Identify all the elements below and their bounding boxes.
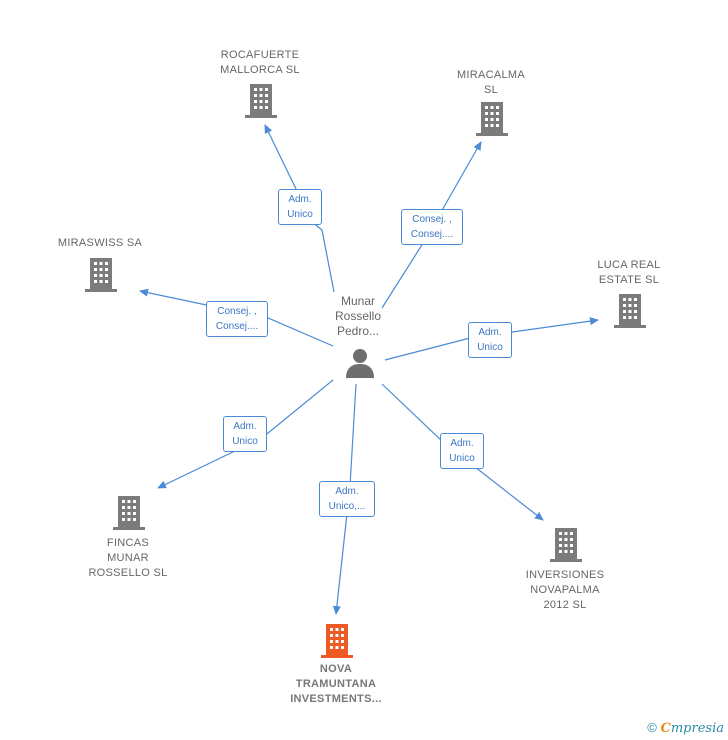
relation-label-miracalma[interactable]: Consej. , Consej.... xyxy=(401,209,463,245)
edge-rocafuerte xyxy=(264,124,335,293)
building-icon xyxy=(321,624,353,658)
person-icon[interactable] xyxy=(345,348,375,378)
building-icon xyxy=(550,528,582,562)
relation-label-fincas[interactable]: Adm. Unico xyxy=(223,416,267,452)
building-icon xyxy=(85,258,117,292)
building-icon xyxy=(245,84,277,118)
building-icon xyxy=(113,496,145,530)
company-name-miracalma: MIRACALMA SL xyxy=(456,69,526,96)
edge-miraswiss xyxy=(139,288,334,347)
building-icon xyxy=(614,294,646,328)
relation-label-miraswiss[interactable]: Consej. , Consej.... xyxy=(206,301,268,337)
company-name-fincas: FINCAS MUNAR ROSSELLO SL xyxy=(88,537,168,579)
relation-label-inversiones[interactable]: Adm. Unico xyxy=(440,433,484,469)
relation-label-rocafuerte[interactable]: Adm. Unico xyxy=(278,189,322,225)
company-name-inversiones: INVERSIONES NOVAPALMA 2012 SL xyxy=(525,569,605,611)
brand-watermark: © Cmpresia xyxy=(647,720,724,736)
building-icon xyxy=(476,102,508,136)
company-name-rocafuerte: ROCAFUERTE MALLORCA SL xyxy=(220,49,300,76)
relation-label-luca[interactable]: Adm. Unico xyxy=(468,322,512,358)
company-name-nova: NOVA TRAMUNTANA INVESTMENTS... xyxy=(290,663,382,705)
brand-logo: Cmpresia xyxy=(660,721,725,736)
person-name[interactable]: Munar Rossello Pedro... xyxy=(334,294,382,338)
relation-label-nova[interactable]: Adm. Unico,... xyxy=(319,481,375,517)
copyright-symbol: © xyxy=(647,720,657,735)
company-name-miraswiss: MIRASWISS SA xyxy=(57,237,143,249)
company-name-luca: LUCA REAL ESTATE SL xyxy=(597,259,661,286)
